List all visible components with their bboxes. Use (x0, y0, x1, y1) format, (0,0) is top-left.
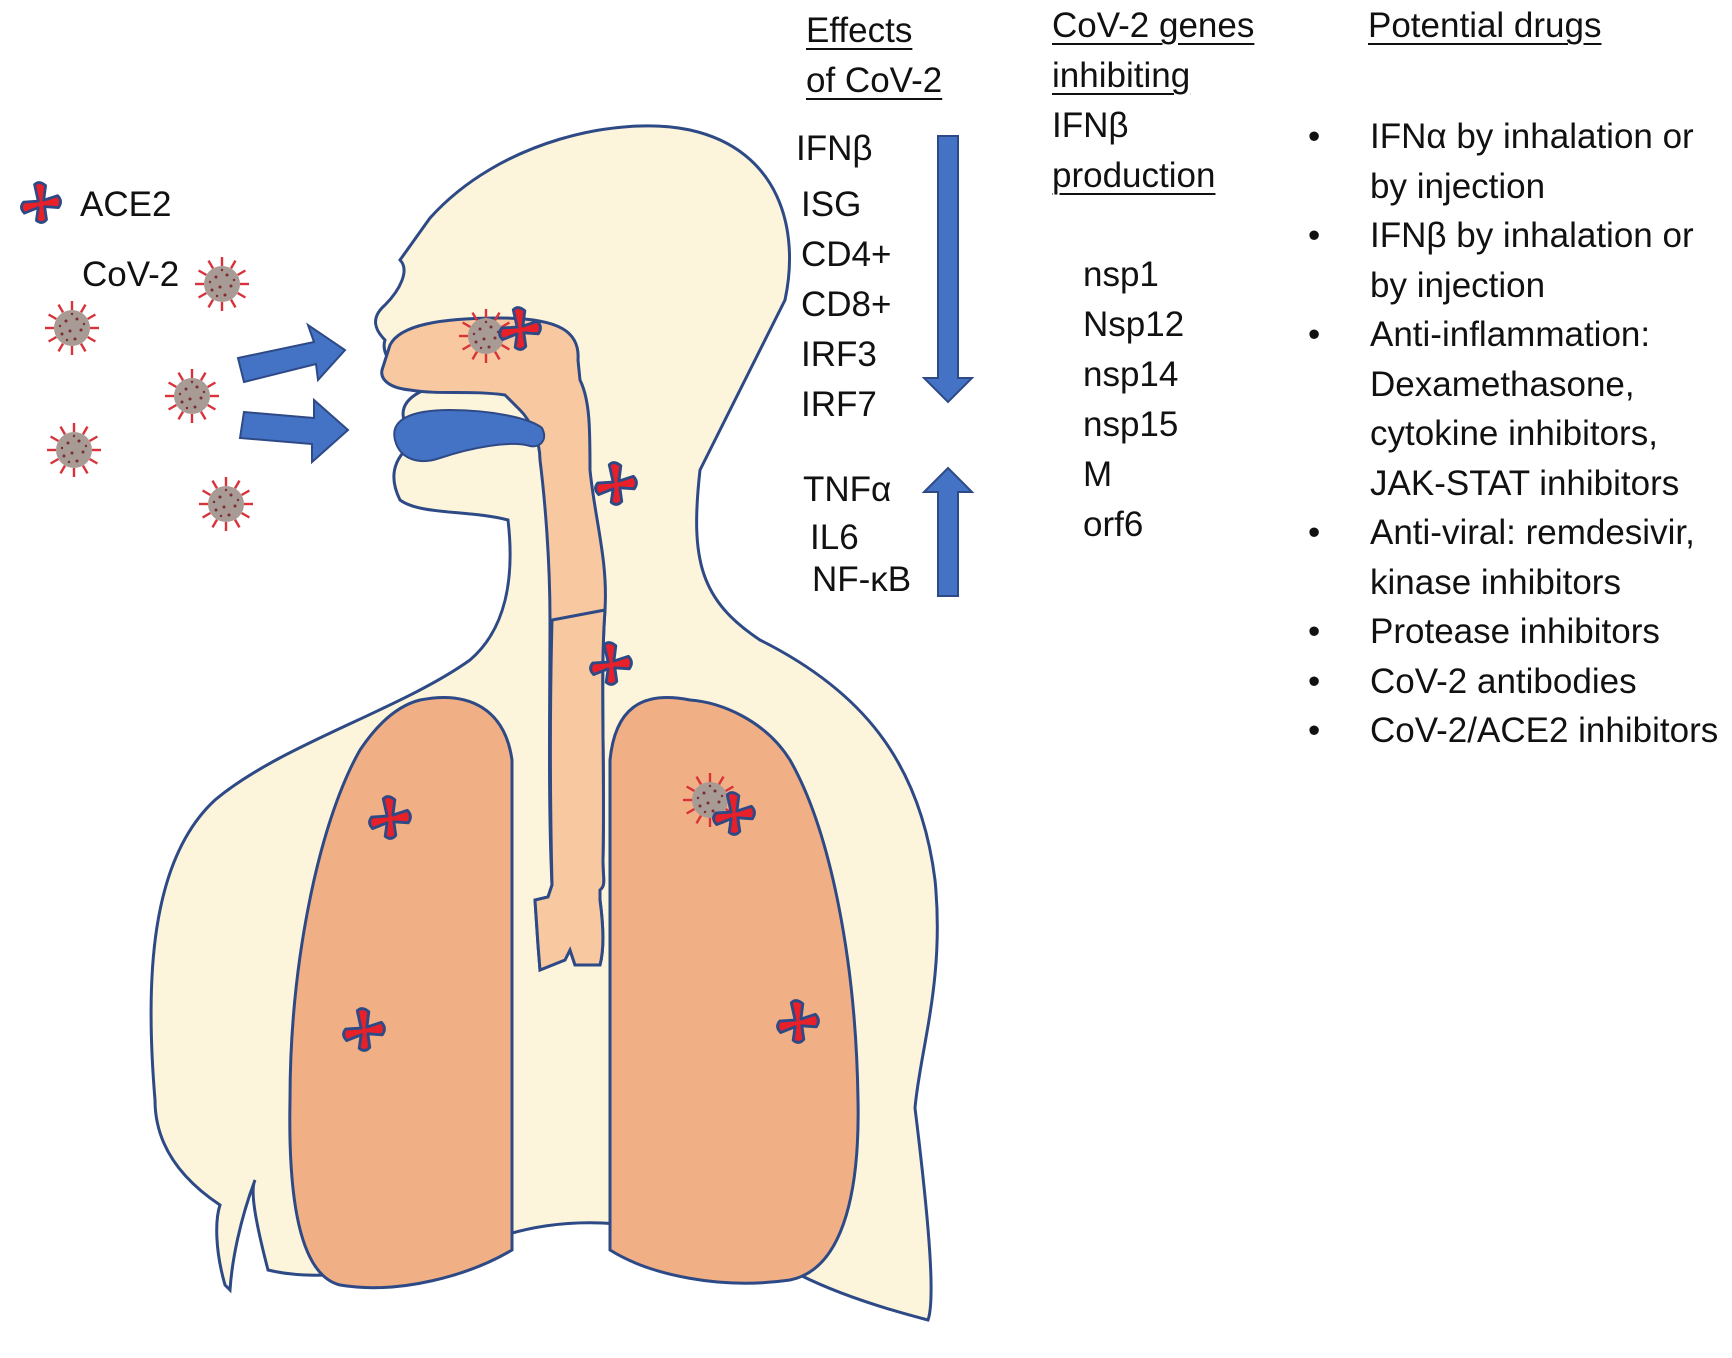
drug-item: Anti-viral: remdesivir, kinase inhibitor… (1308, 508, 1728, 607)
drug-item: CoV-2 antibodies (1308, 657, 1728, 707)
drug-item: IFNβ by inhalation or by injection (1308, 211, 1728, 310)
left-lung (288, 696, 514, 1290)
gene-item: M (1083, 455, 1113, 494)
legend-cov2-label: CoV-2 (82, 255, 180, 294)
gene-item: nsp1 (1083, 255, 1159, 294)
drug-item: IFNα by inhalation or by injection (1308, 112, 1728, 211)
genes-header-line2: inhibiting (1052, 56, 1191, 95)
legend-ace2-label: ACE2 (80, 185, 172, 224)
effects-header-line1: Effects (806, 11, 913, 50)
drug-list: IFNα by inhalation or by injection IFNβ … (1308, 112, 1728, 756)
effect-down-item: CD4+ (801, 235, 892, 274)
trachea (533, 608, 607, 973)
effect-down-item: IRF7 (801, 385, 877, 424)
drug-item: Anti-inflammation: Dexamethasone, cytoki… (1308, 310, 1728, 508)
effect-down-item: IRF3 (801, 335, 877, 374)
effect-up-item: NF-κB (812, 560, 912, 599)
inhale-arrow-lower (238, 397, 350, 465)
gene-item: nsp14 (1083, 355, 1179, 394)
down-arrow (921, 135, 975, 404)
effect-down-item: IFNβ (796, 129, 873, 168)
virus-icon (197, 475, 255, 533)
virus-icon (43, 299, 101, 357)
gene-item: Nsp12 (1083, 305, 1185, 344)
effect-up-item: TNFα (803, 470, 892, 509)
effect-down-item: CD8+ (801, 285, 892, 324)
genes-header-line3: IFNβ (1052, 106, 1129, 145)
genes-header-line4: production (1052, 156, 1216, 195)
gene-item: nsp15 (1083, 405, 1179, 444)
drug-item: Protease inhibitors (1308, 607, 1728, 657)
virus-icon (45, 421, 103, 479)
drug-item: CoV-2/ACE2 inhibitors (1308, 706, 1728, 756)
drugs-header: Potential drugs (1368, 6, 1602, 45)
genes-header-line1: CoV-2 genes (1052, 6, 1255, 45)
right-lung (608, 696, 860, 1285)
inhale-arrow-upper (236, 322, 347, 384)
effects-header-line2: of CoV-2 (806, 61, 943, 100)
legend-ace2-icon (20, 181, 62, 224)
effect-up-item: IL6 (810, 518, 859, 557)
legend-virus-icon (193, 255, 251, 313)
tongue (393, 408, 546, 462)
up-arrow (921, 466, 975, 597)
effect-down-item: ISG (801, 185, 862, 224)
gene-item: orf6 (1083, 505, 1144, 544)
virus-icon (163, 367, 221, 425)
